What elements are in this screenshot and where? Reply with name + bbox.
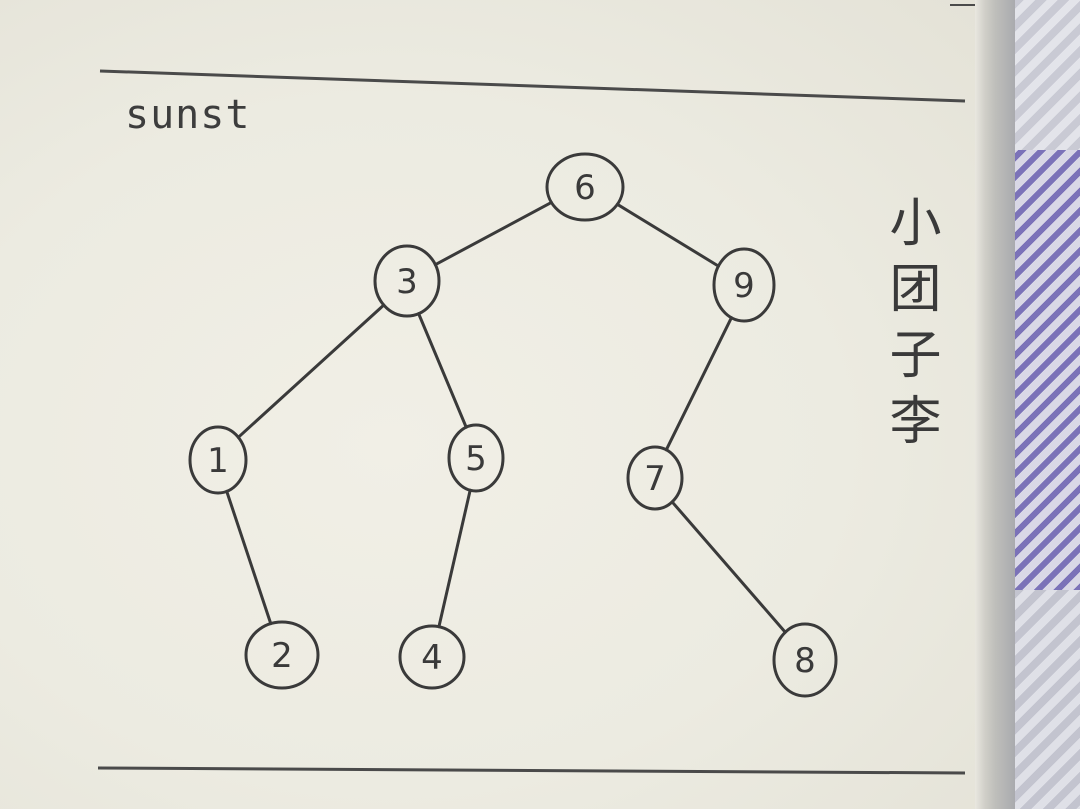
tree-node-label: 9 [733,266,755,306]
bottom-rule-line [97,766,966,775]
tree-node-label: 2 [271,636,293,676]
tree-node-circle [373,244,441,318]
tree-node-label: 4 [421,638,443,678]
tree-node-circle [772,622,838,698]
top-rule-line [99,69,966,103]
tree-node-6: 6 [545,152,625,222]
tree-node-circle [712,247,776,323]
tree-node-circle [626,445,684,511]
tree-node-3: 3 [373,244,441,318]
signature-handwriting: 小团子李 [880,195,940,459]
tree-node-9: 9 [712,247,776,323]
tree-node-label: 7 [644,459,666,499]
tree-node-5: 5 [447,423,505,493]
tree-edge-n6-n3 [433,200,553,267]
tree-node-2: 2 [244,620,320,690]
notebook-page [0,0,975,809]
tree-node-circle [188,425,248,495]
tree-node-7: 7 [626,445,684,511]
tree-node-label: 6 [574,168,596,208]
tree-node-label: 1 [207,441,229,481]
tree-edge-n5-n4 [437,488,472,629]
tree-edge-n6-n9 [615,202,720,268]
tree-node-label: 8 [794,641,816,681]
tree-edge-n9-n7 [664,316,733,452]
header-handwriting: sunst [125,92,251,138]
tree-node-circle [398,624,466,690]
tree-edge-n3-n1 [236,303,386,439]
tree-node-4: 4 [398,624,466,690]
tree-node-circle [244,620,320,690]
tree-node-circle [545,152,625,222]
tree-edge-n1-n2 [225,489,273,626]
tree-node-label: 5 [465,439,487,479]
tree-node-label: 3 [396,262,418,302]
tree-edges [225,200,787,634]
tree-edge-n3-n5 [417,312,468,429]
tree-node-circle [447,423,505,493]
tree-node-1: 1 [188,425,248,495]
tree-node-8: 8 [772,622,838,698]
tree-edge-n7-n8 [670,500,787,634]
